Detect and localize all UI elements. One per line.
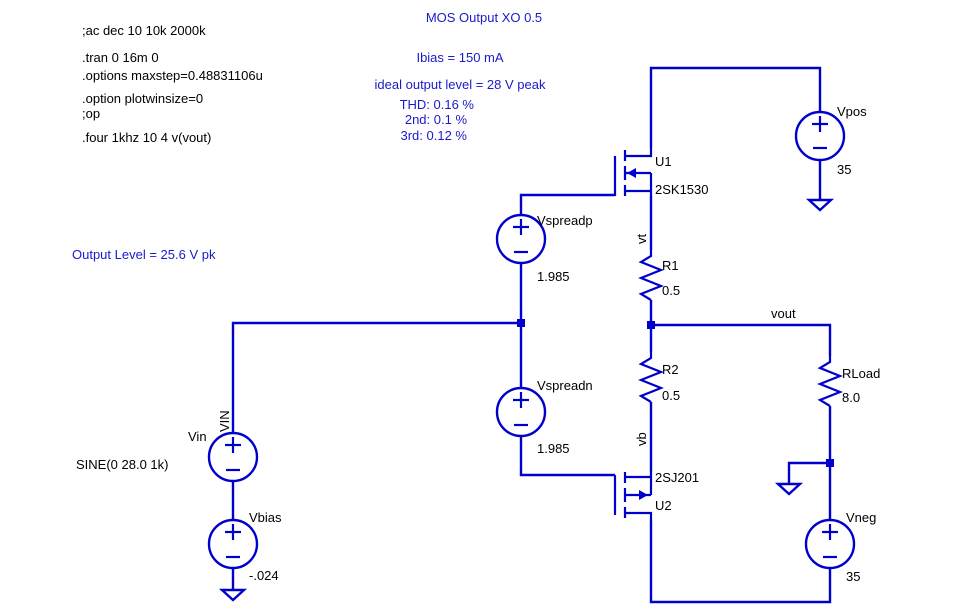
- vb-net-label: vb: [634, 432, 649, 446]
- vpos-source-icon: [794, 110, 846, 162]
- ground-symbol-vbias: [218, 588, 248, 602]
- wire-bottom-rail: [649, 520, 832, 604]
- r1-name: R1: [662, 258, 679, 273]
- junction-gnd-tap: [826, 459, 834, 467]
- directive-maxstep: .options maxstep=0.48831106u: [82, 68, 263, 83]
- vspreadp-source-icon: [495, 213, 547, 265]
- vbias-name: Vbias: [249, 510, 282, 525]
- h2-annotation: 2nd: 0.1 %: [405, 112, 468, 127]
- ground-symbol-vpos: [805, 198, 835, 212]
- rload-resistor-icon: [817, 356, 843, 407]
- u2-pmos-icon: [613, 472, 653, 520]
- wire-gate-u1: [519, 193, 615, 215]
- r1-value: 0.5: [662, 283, 680, 298]
- junction-mid: [517, 319, 525, 327]
- u1-part: 2SK1530: [655, 182, 709, 197]
- vneg-source-icon: [804, 518, 856, 570]
- r2-resistor-icon: [638, 352, 664, 403]
- h3-annotation: 3rd: 0.12 %: [401, 128, 468, 143]
- vspreadp-value: 1.985: [537, 269, 570, 284]
- vspreadn-value: 1.985: [537, 441, 570, 456]
- u2-name: U2: [655, 498, 672, 513]
- directive-ac: ;ac dec 10 10k 2000k: [82, 23, 206, 38]
- wire-gnd-tap: [787, 461, 830, 484]
- junction-vout: [647, 321, 655, 329]
- vbias-source-icon: [207, 518, 259, 570]
- r2-value: 0.5: [662, 388, 680, 403]
- thd-annotation: THD: 0.16 %: [400, 97, 475, 112]
- ibias-annotation: Ibias = 150 mA: [416, 50, 503, 65]
- vout-net-label: vout: [771, 306, 796, 321]
- rload-value: 8.0: [842, 390, 860, 405]
- wire-vin: [231, 321, 521, 433]
- vin-source-icon: [207, 431, 259, 483]
- ground-symbol-load: [774, 482, 804, 496]
- vpos-name: Vpos: [837, 104, 867, 119]
- wire-gate-u2: [519, 436, 615, 477]
- vspreadn-source-icon: [495, 386, 547, 438]
- wire-top-rail: [649, 66, 822, 148]
- directive-tran: .tran 0 16m 0: [82, 50, 159, 65]
- r1-resistor-icon: [638, 250, 664, 301]
- u1-nmos-icon: [613, 148, 653, 196]
- vpos-value: 35: [837, 162, 851, 177]
- r2-name: R2: [662, 362, 679, 377]
- wire-vout: [651, 323, 832, 356]
- u2-part: 2SJ201: [655, 470, 699, 485]
- vin-name: Vin: [188, 429, 207, 444]
- vbias-value: -.024: [249, 568, 279, 583]
- vspreadn-name: Vspreadn: [537, 378, 593, 393]
- vin-value: SINE(0 28.0 1k): [76, 457, 169, 472]
- vin-net-label: VIN: [217, 410, 232, 432]
- u1-name: U1: [655, 154, 672, 169]
- rload-name: RLoad: [842, 366, 880, 381]
- vt-net-label: vt: [634, 234, 649, 245]
- output-level-annotation: Output Level = 25.6 V pk: [72, 247, 216, 262]
- vneg-name: Vneg: [846, 510, 876, 525]
- directive-plotwinsize: .option plotwinsize=0: [82, 91, 203, 106]
- schematic-title: MOS Output XO 0.5: [426, 10, 542, 25]
- ideal-output-annotation: ideal output level = 28 V peak: [375, 77, 546, 92]
- directive-four: .four 1khz 10 4 v(vout): [82, 130, 211, 145]
- directive-op: ;op: [82, 106, 100, 121]
- wires: [231, 66, 832, 604]
- vneg-value: 35: [846, 569, 860, 584]
- vspreadp-name: Vspreadp: [537, 213, 593, 228]
